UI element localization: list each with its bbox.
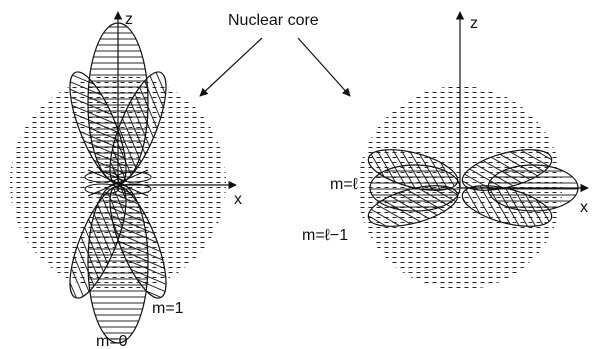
pointer-arrow-left — [200, 38, 262, 96]
label-m-ell: m=ℓ — [330, 176, 358, 193]
right-z-label: z — [470, 15, 478, 32]
pointer-arrow-right — [298, 38, 350, 96]
label-m-ell-minus-1: m=ℓ−1 — [302, 227, 348, 244]
nuclear-core-label: Nuclear core — [228, 12, 319, 29]
label-m0: m=0 — [96, 333, 128, 349]
label-m1: m=1 — [152, 300, 184, 317]
right-x-label: x — [580, 199, 588, 216]
right-panel: z x m=ℓ m=ℓ−1 — [302, 12, 588, 300]
left-panel: z x m=0 m=1 — [0, 11, 242, 349]
left-z-label: z — [125, 11, 133, 28]
left-x-label: x — [234, 191, 242, 208]
